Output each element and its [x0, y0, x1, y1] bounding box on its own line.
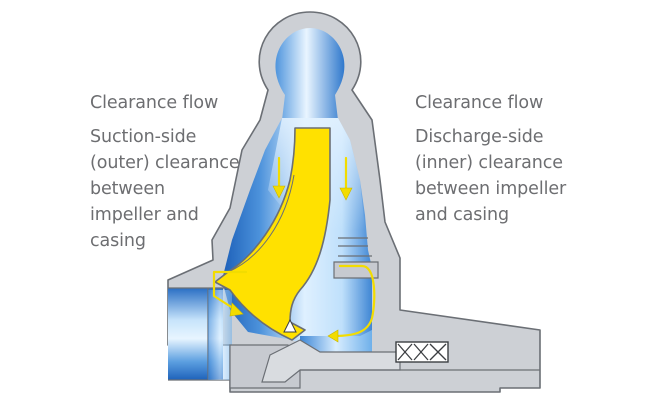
packing-cross-marks — [397, 343, 447, 361]
impeller-shroud-edge — [227, 174, 295, 273]
discharge-side-grooves — [338, 237, 372, 257]
label-line: (inner) clearance — [415, 153, 563, 173]
flow-arrow-discharge-clearance — [332, 264, 376, 338]
impeller-clearance-marker — [283, 318, 297, 333]
label-line: between impeller — [415, 179, 567, 199]
arrow-head-down-left — [272, 185, 286, 199]
label-line: impeller and — [90, 205, 199, 225]
label-line: casing — [90, 231, 146, 251]
flow-arrows — [212, 156, 376, 338]
flow-arrow-suction-clearance — [212, 270, 248, 312]
shaft-seal-packing — [395, 341, 449, 363]
upper-fluid-chamber — [275, 28, 345, 120]
label-line: Suction-side — [90, 127, 197, 147]
inlet-lip — [208, 290, 232, 380]
arrow-head-down-right — [339, 187, 353, 201]
flow-arrow-heads — [229, 185, 353, 343]
label-line: Discharge-side — [415, 127, 544, 147]
discharge-side-label: Clearance flow Discharge-side (inner) cl… — [415, 90, 566, 228]
label-line: and casing — [415, 205, 510, 225]
suction-side-label: Clearance flow Suction-side (outer) clea… — [90, 90, 240, 254]
label-line: (outer) clearance — [90, 153, 240, 173]
label-heading-left: Clearance flow — [90, 93, 219, 113]
label-heading-right: Clearance flow — [415, 93, 544, 113]
arrow-head-discharge — [327, 329, 339, 343]
impeller — [214, 127, 331, 341]
label-line: between — [90, 179, 165, 199]
arrow-head-suction — [229, 302, 244, 317]
